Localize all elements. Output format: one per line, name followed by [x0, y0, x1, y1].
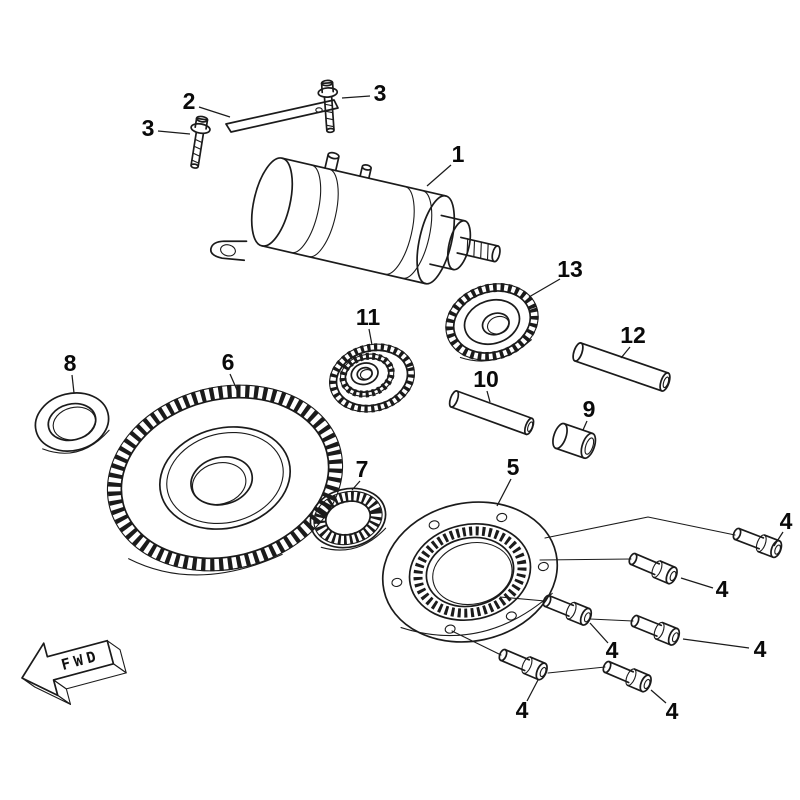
leader [229, 373, 238, 391]
part-4-socket-bolt [625, 548, 681, 587]
leader [341, 95, 371, 99]
fwd-label: FWD [59, 647, 101, 675]
callout-part-6: 6 [222, 349, 235, 375]
callout-part-8: 8 [64, 350, 77, 376]
callout-labels: 2 3 3 1 13 11 12 8 6 10 9 7 5 4 4 4 4 4 … [64, 80, 793, 724]
leader [650, 689, 667, 704]
callout-part-13: 13 [557, 256, 583, 282]
leader [486, 390, 491, 403]
leader [526, 679, 539, 702]
part-4-socket-bolt [627, 610, 683, 648]
callout-part-4: 4 [780, 508, 793, 534]
callout-part-4: 4 [666, 698, 679, 724]
callout-part-3: 3 [142, 115, 155, 141]
fwd-direction-arrow: FWD [21, 639, 127, 705]
leader [620, 346, 631, 359]
callout-part-1: 1 [452, 141, 465, 167]
leader [589, 622, 609, 644]
leader [368, 328, 373, 346]
callout-part-5: 5 [507, 454, 520, 480]
callout-part-7: 7 [356, 456, 369, 482]
part-7-needle-bearing [309, 487, 387, 551]
callout-part-10: 10 [473, 366, 499, 392]
part-5-starter-clutch-housing [381, 501, 559, 643]
leader [157, 130, 191, 135]
assembly-axis-lines [451, 516, 736, 674]
leader [71, 374, 75, 394]
callout-part-4: 4 [606, 637, 619, 663]
callout-part-4: 4 [754, 636, 767, 662]
part-8-spacer-ring [34, 392, 110, 454]
part-10-shaft [448, 390, 535, 436]
part-3-flange-bolt [184, 114, 213, 171]
leader [528, 278, 561, 298]
part-11-double-gear [329, 343, 415, 413]
callout-part-9: 9 [583, 396, 596, 422]
part-2-bracket-bar [225, 99, 339, 133]
part-1-starter-motor [209, 151, 501, 285]
leader [582, 420, 588, 431]
part-9-bushing [552, 422, 597, 460]
callout-part-11: 11 [356, 304, 381, 330]
part-6-starter-driven-gear [106, 384, 344, 576]
callout-part-3: 3 [374, 80, 387, 106]
callout-part-12: 12 [620, 322, 646, 348]
part-12-shaft [572, 342, 671, 392]
leader [773, 531, 784, 547]
part-4-socket-bolt [730, 523, 785, 560]
leader-lines [71, 95, 784, 704]
callout-part-4: 4 [716, 576, 729, 602]
leader [198, 106, 231, 118]
part-13-idler-gear [445, 282, 539, 362]
leader [496, 478, 512, 507]
leader [426, 164, 452, 187]
callout-part-4: 4 [516, 697, 529, 723]
callout-part-2: 2 [183, 88, 196, 114]
part-4-socket-bolt [495, 644, 551, 683]
leader [682, 638, 750, 649]
leader [680, 577, 714, 589]
leader [351, 480, 361, 491]
